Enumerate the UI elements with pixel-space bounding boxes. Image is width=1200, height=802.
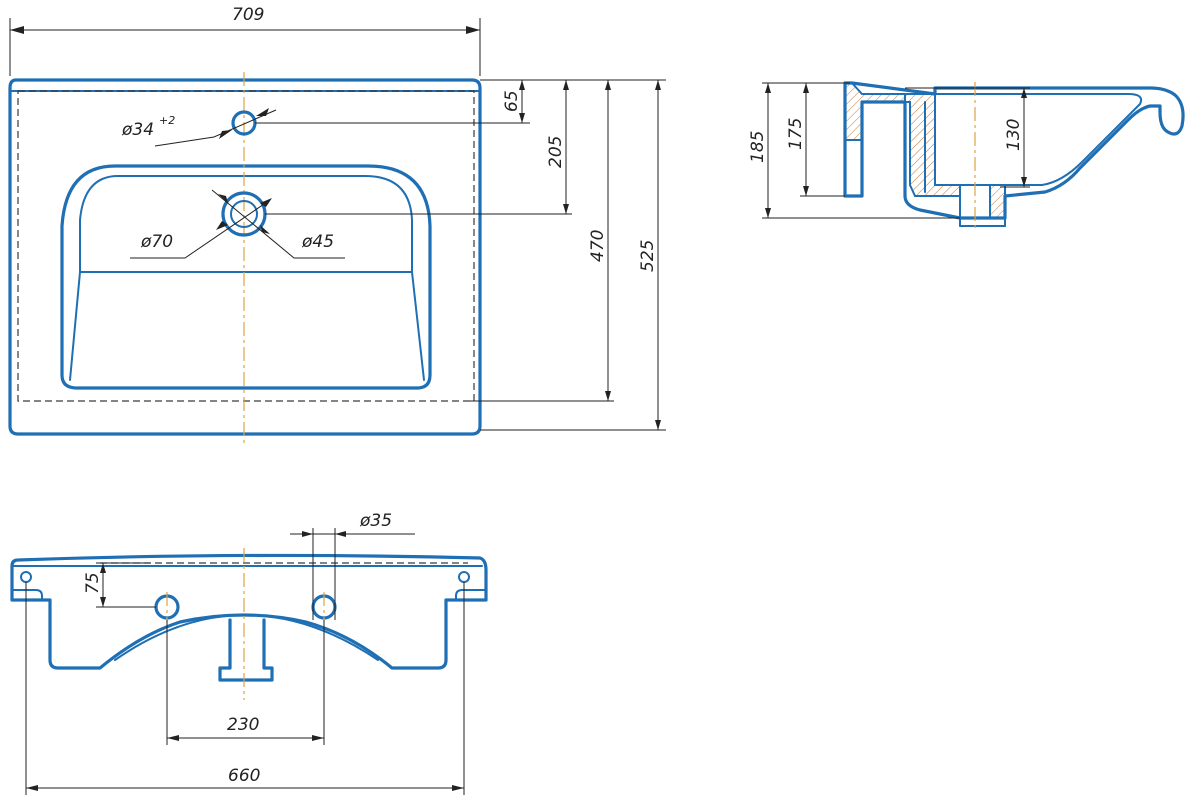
dim-drain-outer: ø70 <box>140 232 173 252</box>
bottom-drain <box>218 618 274 682</box>
bottom-tab-left <box>11 589 43 601</box>
section-bowl-inner <box>934 93 1143 186</box>
dim-230: 230 <box>227 715 259 735</box>
dim-130: 130 <box>1004 119 1024 151</box>
bottom-tab-right <box>455 589 487 601</box>
bottom-view: ø35 75 230 660 <box>10 511 488 795</box>
dim-185: 185 <box>748 131 768 163</box>
bottom-outline <box>10 553 488 670</box>
dim-75: 75 <box>83 572 103 594</box>
fixing-hole-left <box>20 571 32 583</box>
dim-mount-hole: ø35 <box>359 511 392 531</box>
top-view: 709 ø34 +2 ø70 ø45 65 205 <box>8 5 666 445</box>
dim-65: 65 <box>502 90 522 112</box>
side-section-view: 185 175 130 <box>748 81 1185 232</box>
bowl-inner-floor <box>79 175 413 273</box>
bowl-slope-left <box>69 271 81 381</box>
dim-tap-hole: ø34 <box>121 120 154 140</box>
section-hatch-back <box>844 82 906 141</box>
cabinet-hidden-outline <box>17 90 475 402</box>
dim-tap-hole-tolerance: +2 <box>159 114 175 127</box>
dim-709: 709 <box>232 5 264 25</box>
dim-660: 660 <box>228 766 260 786</box>
section-hatch-bowl <box>904 93 961 197</box>
dim-175: 175 <box>786 118 806 150</box>
fixing-hole-right <box>458 571 470 583</box>
bowl-slope-right <box>411 271 425 381</box>
bottom-bowl-curve <box>114 614 379 661</box>
dim-525: 525 <box>638 240 658 272</box>
basin-outline <box>8 78 482 436</box>
bowl-outline <box>60 164 432 390</box>
dim-470: 470 <box>588 230 608 262</box>
section-body-outline <box>843 81 1185 220</box>
section-hatch-drain <box>989 184 1006 219</box>
drain-inner <box>230 200 258 228</box>
dim-drain-inner: ø45 <box>301 232 334 252</box>
dim-205: 205 <box>546 136 566 168</box>
